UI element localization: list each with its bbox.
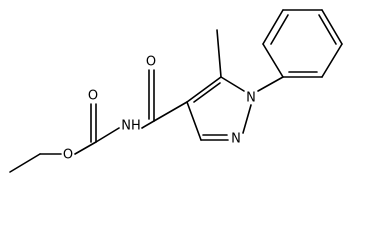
bond-c4-c5 — [186, 76, 222, 103]
phenyl-bond-5-inner — [270, 14, 289, 45]
atom-nh: NH — [121, 119, 141, 134]
bond-c-amide-c4 — [153, 101, 188, 122]
atom-n1: N — [246, 91, 256, 106]
pyrazole-ring — [186, 76, 252, 141]
phenyl-bond-5 — [262, 9, 284, 45]
bond-nh-c-amide — [141, 120, 155, 129]
phenyl-bond-3 — [321, 9, 343, 45]
phenyl-bond-3-inner — [318, 14, 337, 45]
phenyl-bond-6 — [262, 43, 284, 78]
bond-n1-phenyl — [257, 76, 284, 92]
bond-c5-n1 — [220, 76, 245, 92]
bond-c5-methyl — [216, 29, 222, 78]
atom-o-carbonyl-ester: O — [88, 89, 98, 104]
bond-ch3-ch2 — [9, 153, 41, 173]
chemical-structure-diagram: O O NH O N N — [9, 9, 343, 173]
atom-o-carbonyl-amide: O — [146, 55, 156, 70]
phenyl-ring — [257, 9, 343, 92]
ethyl-group — [9, 153, 62, 173]
bond-c4-c5-inner — [193, 82, 221, 103]
amide-group — [141, 69, 188, 129]
carbamate-group — [74, 103, 120, 155]
bond-c4-c3 — [186, 101, 202, 141]
atom-n2: N — [231, 132, 241, 147]
atom-labels: O O NH O N N — [63, 55, 256, 163]
atom-o-ester: O — [63, 148, 73, 163]
bond-c-nh — [95, 127, 120, 143]
bond-o-ester-c — [74, 141, 97, 155]
bond-n2-n1 — [242, 104, 252, 134]
phenyl-bond-2 — [321, 43, 343, 78]
